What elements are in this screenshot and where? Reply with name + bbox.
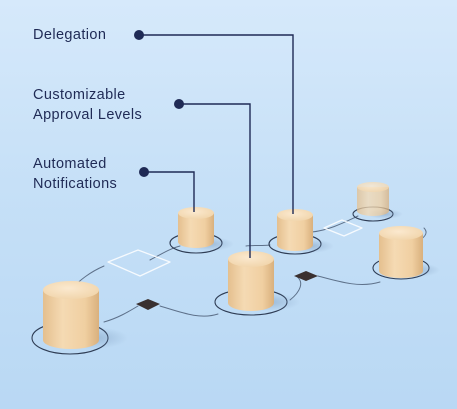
cylinder-notifications — [178, 207, 214, 248]
cylinder-right — [379, 226, 423, 278]
callout-approval-levels: Customizable Approval Levels — [33, 87, 143, 123]
leader-approval-levels — [179, 103, 251, 258]
callout-delegation: Delegation — [33, 27, 107, 43]
leader-dots — [134, 30, 184, 177]
floor-nodes — [107, 219, 363, 277]
leader-lines — [139, 34, 294, 258]
leader-delegation — [139, 34, 294, 214]
path-chips — [136, 271, 318, 310]
dot-notifications — [139, 167, 149, 177]
cylinder-front-left — [43, 281, 99, 349]
chip-1 — [136, 299, 160, 310]
callout-notifications: Automated Notifications — [33, 156, 118, 192]
dot-delegation — [134, 30, 144, 40]
dot-approval-levels — [174, 99, 184, 109]
cylinder-far-right — [357, 182, 389, 216]
chip-2 — [294, 271, 318, 281]
cylinder-approval-levels — [228, 251, 274, 311]
leader-notifications — [144, 171, 195, 212]
cylinder-delegation — [277, 209, 313, 251]
